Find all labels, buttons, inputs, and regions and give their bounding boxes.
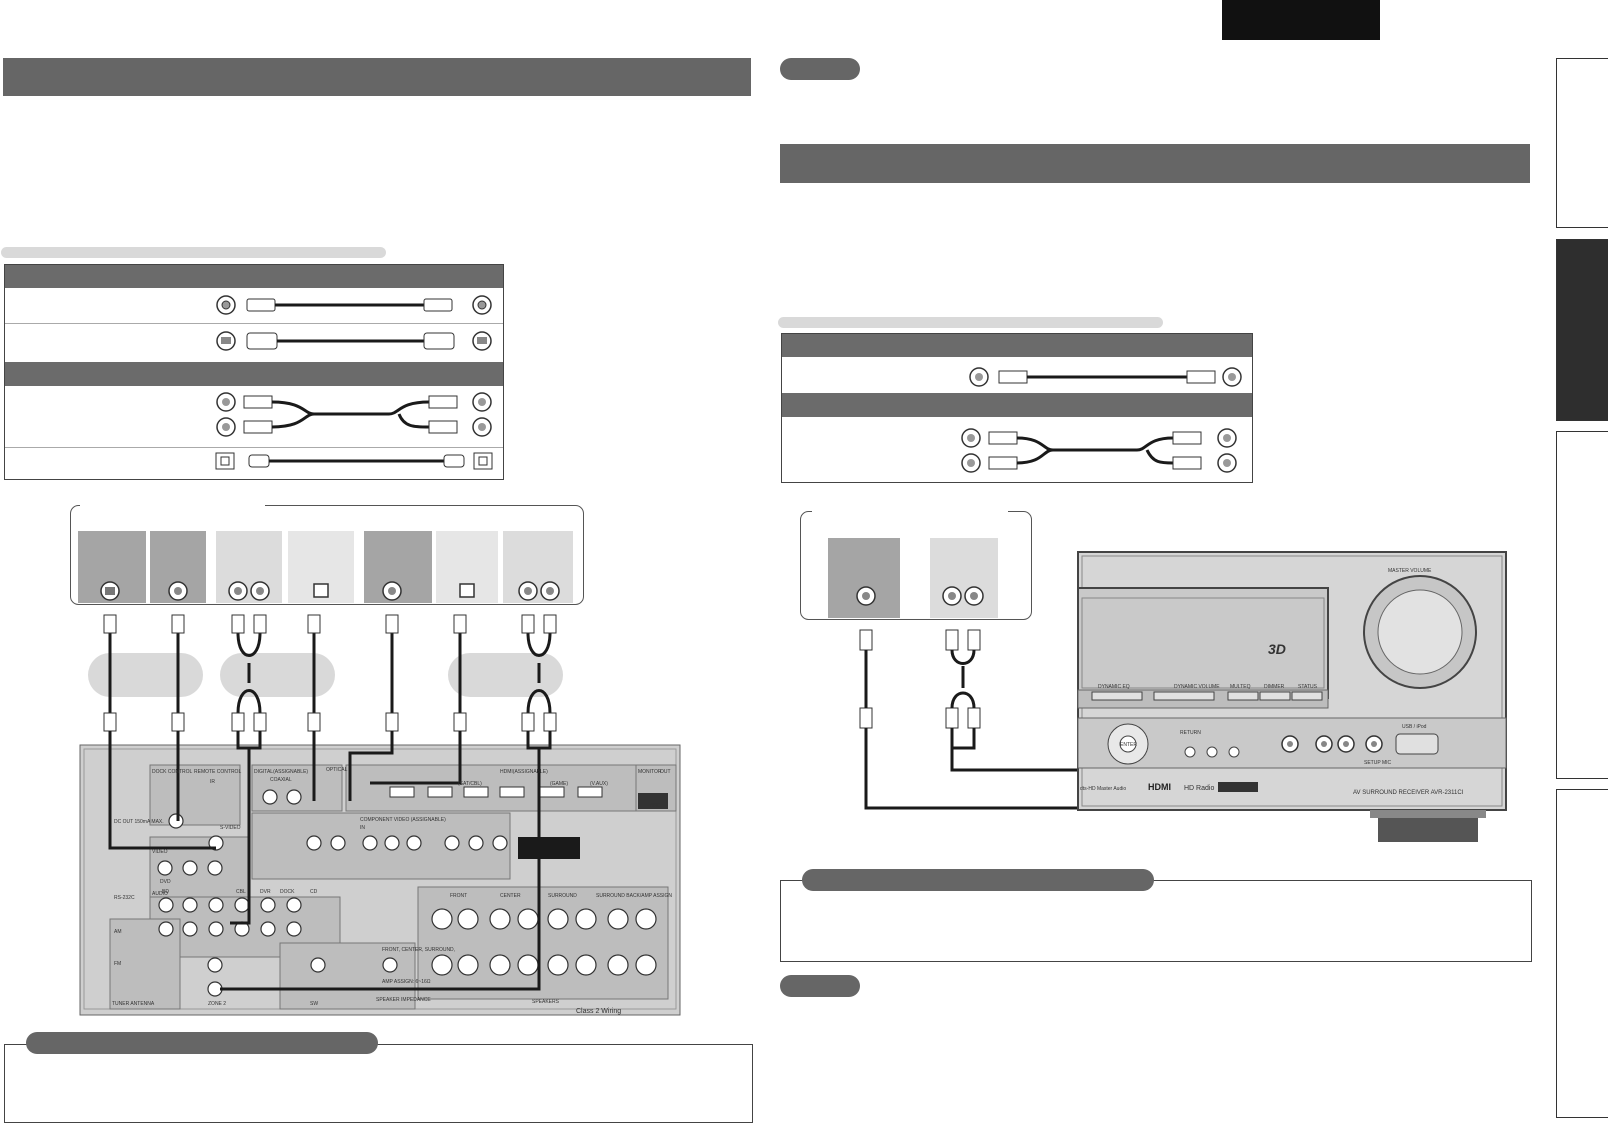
audio-cable-icon <box>216 392 492 437</box>
audio-cable-icon-right <box>961 428 1237 473</box>
rear-panel-sw-label: SW <box>310 1001 318 1007</box>
rear-panel-dock-label: DOCK <box>280 889 295 895</box>
rear-panel-surround-back-label: SURROUND BACK/AMP ASSIGN <box>596 893 672 899</box>
note-box-left <box>4 1044 753 1123</box>
rear-panel-front-center-surround-label: FRONT, CENTER, SURROUND, <box>382 947 455 953</box>
rear-panel-dc-out-label: DC OUT 150mA MAX. <box>114 819 164 825</box>
rear-panel-video-label: VIDEO <box>152 849 168 855</box>
rear-panel-s-video-label: S-VIDEO <box>220 825 241 831</box>
video-cable-header-right <box>782 334 1252 357</box>
multeq-label: MULTEQ <box>1230 684 1251 690</box>
optical-cable-icon <box>215 452 493 470</box>
hdmi-logo: HDMI <box>1148 782 1171 792</box>
rear-panel-dvr-label: DVR <box>260 889 271 895</box>
cable-table-right-illustrations <box>961 367 1242 473</box>
source-device-diagram: DOCK CONTROL REMOTE CONTROL IR DIGITAL(A… <box>70 504 681 1016</box>
note-pill-bottom <box>780 975 860 997</box>
rear-panel-cbl-label: CBL <box>236 889 246 895</box>
rear-panel-monitor-label: MONITOR <box>638 769 662 775</box>
rear-panel-out-label: OUT <box>660 769 671 775</box>
rear-panel-remote-control-label: REMOTE CONTROL <box>194 769 241 775</box>
table-row-divider <box>141 323 503 324</box>
rear-panel-front-label: FRONT <box>450 893 467 899</box>
rear-panel-coaxial-label: COAXIAL <box>270 777 292 783</box>
rear-panel-hdmi-label: HDMI(ASSIGNABLE) <box>500 769 548 775</box>
chapter-tab-1[interactable] <box>1556 58 1608 228</box>
rear-panel-game-label: (GAME) <box>550 781 568 787</box>
rear-panel-surround-label: SURROUND <box>548 893 577 899</box>
rear-panel-fm-label: FM <box>114 961 121 967</box>
video-cable-header <box>5 265 503 288</box>
note-pill-top <box>780 58 860 80</box>
audio-cable-header-right <box>782 393 1252 417</box>
front-panel-diagram: 3D DYNAMIC EQ DYNAMIC VOLUME MULTEQ DIMM… <box>800 510 1507 842</box>
rear-panel-class2-label: Class 2 Wiring <box>576 1008 621 1015</box>
note-box-left-title-pill <box>26 1032 378 1054</box>
rear-panel-cd-label: CD <box>310 889 318 895</box>
model-label: AV SURROUND RECEIVER AVR-2311CI <box>1353 790 1464 796</box>
language-tab[interactable] <box>1222 0 1380 40</box>
table-row-divider <box>5 323 141 324</box>
chapter-tab-3[interactable] <box>1556 431 1608 779</box>
table-row-divider <box>5 447 503 448</box>
video-cable-icon <box>216 295 492 315</box>
audio-cable-header <box>5 362 503 386</box>
badge-3d: 3D <box>1268 641 1286 657</box>
chapter-tab-4[interactable] <box>1556 789 1608 1118</box>
rear-panel-tuner-antenna-label: TUNER ANTENNA <box>112 1001 155 1007</box>
dynamic-volume-label: DYNAMIC VOLUME <box>1174 684 1220 690</box>
rear-panel-audio-label: AUDIO <box>152 891 168 897</box>
rear-panel-speaker-impedance-label: SPEAKER IMPEDANCE <box>376 997 431 1003</box>
rear-panel-optical-label: OPTICAL <box>326 767 348 773</box>
rear-panel-zone2-label: ZONE 2 <box>208 1001 226 1007</box>
rear-panel-component-label: COMPONENT VIDEO (ASSIGNABLE) <box>360 817 446 823</box>
s-video-cable-icon <box>216 331 492 351</box>
dynamic-eq-label: DYNAMIC EQ <box>1098 684 1130 690</box>
section-heading-bar-right <box>780 144 1530 183</box>
rear-panel-ir-label: IR <box>210 779 215 785</box>
rear-panel-rs232c-label: RS-232C <box>114 895 135 901</box>
setup-mic-label: SETUP MIC <box>1364 760 1392 766</box>
rear-panel-arc-label: ARC <box>650 803 661 809</box>
dimmer-label: DIMMER <box>1264 684 1285 690</box>
return-label: RETURN <box>1180 730 1201 736</box>
video-cable-icon-right <box>969 367 1242 387</box>
cables-subheading-bar-right <box>778 317 1163 328</box>
cable-table-right <box>781 333 1253 483</box>
rear-panel-amp-assign-label: AMP ASSIGN: 6~16Ω <box>382 979 431 985</box>
cables-subheading-bar-left <box>1 247 386 258</box>
rear-panel-digital-label: DIGITAL(ASSIGNABLE) <box>254 769 308 775</box>
cable-table-left-illustrations <box>215 295 493 470</box>
rear-panel-am-label: AM <box>114 929 122 935</box>
usb-ipod-label: USB / iPod <box>1402 724 1427 730</box>
rear-panel-bd-label: BD <box>162 889 169 895</box>
master-volume-label: MASTER VOLUME <box>1388 568 1432 574</box>
cable-table-left <box>4 264 504 480</box>
enter-label: ENTER <box>1120 742 1137 748</box>
note-box-right-title-pill <box>802 869 1154 891</box>
rear-panel-aux-label: (V.AUX) <box>590 781 608 787</box>
rear-panel-dock-control-label: DOCK CONTROL <box>152 769 193 775</box>
status-label: STATUS <box>1298 684 1318 690</box>
hd-radio-logo: HD Radio <box>1184 785 1214 792</box>
chapter-tab-2-active[interactable] <box>1556 239 1608 421</box>
rear-panel-dvd-label: DVD <box>160 879 171 885</box>
rear-panel-sat-cbl-label: (SAT/CBL) <box>458 781 482 787</box>
rear-panel-speakers-label: SPEAKERS <box>532 999 560 1005</box>
rear-panel-in-label: IN <box>360 825 365 831</box>
section-heading-bar-left <box>3 58 751 96</box>
note-box-right <box>780 880 1532 962</box>
rear-panel-center-label: CENTER <box>500 893 521 899</box>
dts-logo: dts-HD Master Audio <box>1080 786 1126 792</box>
